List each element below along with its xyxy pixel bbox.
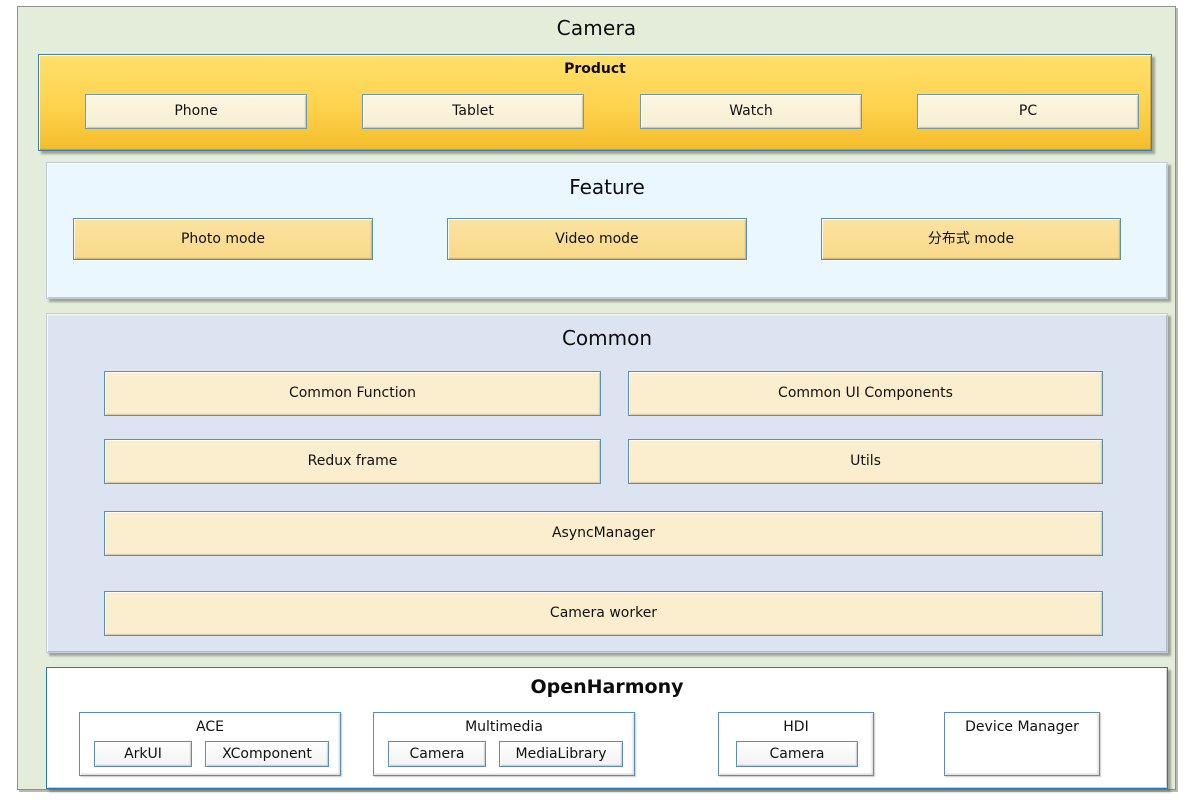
product-item-phone[interactable]: Phone	[85, 94, 307, 129]
feature-item-photo-mode[interactable]: Photo mode	[73, 218, 373, 260]
harmony-sub-arkui[interactable]: ArkUI	[94, 741, 192, 767]
harmony-group-hdi[interactable]: HDI Camera	[718, 712, 874, 776]
product-item-watch[interactable]: Watch	[640, 94, 862, 129]
harmony-sub-xcomponent[interactable]: XComponent	[205, 741, 329, 767]
common-item-common-function[interactable]: Common Function	[104, 371, 601, 416]
common-item-camera-worker[interactable]: Camera worker	[104, 591, 1103, 636]
layer-openharmony-title: OpenHarmony	[530, 676, 684, 698]
layer-feature-title: Feature	[569, 175, 645, 199]
harmony-group-hdi-label: HDI	[783, 719, 809, 735]
layer-feature[interactable]: Feature Photo mode Video mode 分布式 mode	[46, 162, 1168, 299]
common-item-asyncmanager[interactable]: AsyncManager	[104, 511, 1103, 556]
harmony-sub-medialibrary[interactable]: MediaLibrary	[499, 741, 623, 767]
product-item-pc[interactable]: PC	[917, 94, 1139, 129]
common-item-redux-frame[interactable]: Redux frame	[104, 439, 601, 484]
harmony-group-device-manager-label: Device Manager	[965, 719, 1079, 735]
harmony-sub-hdi-camera[interactable]: Camera	[736, 741, 858, 767]
product-item-tablet[interactable]: Tablet	[362, 94, 584, 129]
harmony-group-ace[interactable]: ACE ArkUI XComponent	[79, 712, 341, 776]
harmony-group-multimedia[interactable]: Multimedia Camera MediaLibrary	[373, 712, 635, 776]
page-title: Camera	[556, 16, 637, 40]
diagram-canvas: Camera Product Phone Tablet Watch PC Fea…	[17, 6, 1176, 790]
layer-common-title: Common	[561, 326, 653, 350]
feature-item-distributed-mode[interactable]: 分布式 mode	[821, 218, 1121, 260]
harmony-group-multimedia-label: Multimedia	[465, 719, 543, 735]
layer-product-title: Product	[564, 61, 626, 77]
common-item-common-ui-components[interactable]: Common UI Components	[628, 371, 1103, 416]
harmony-sub-camera[interactable]: Camera	[388, 741, 486, 767]
layer-product[interactable]: Product Phone Tablet Watch PC	[38, 54, 1152, 151]
harmony-group-device-manager[interactable]: Device Manager	[944, 712, 1100, 776]
feature-item-video-mode[interactable]: Video mode	[447, 218, 747, 260]
layer-openharmony[interactable]: OpenHarmony ACE ArkUI XComponent Multime…	[46, 667, 1168, 789]
common-item-utils[interactable]: Utils	[628, 439, 1103, 484]
layer-common[interactable]: Common Common Function Common UI Compone…	[46, 313, 1168, 653]
harmony-group-ace-label: ACE	[196, 719, 224, 735]
